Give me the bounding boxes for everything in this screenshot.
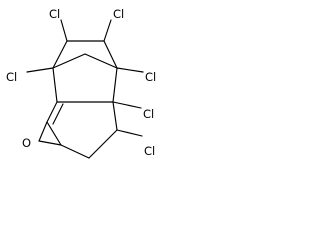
chlorine-label: Cl — [145, 70, 156, 84]
chlorine-label: Cl — [143, 107, 154, 121]
chlorine-label: Cl — [113, 7, 124, 21]
bond — [52, 103, 64, 125]
bond — [112, 101, 118, 131]
bond — [52, 67, 58, 103]
chlorine-label: Cl — [49, 7, 60, 21]
atom-labels: Cl Cl Cl Cl Cl Cl O — [6, 7, 156, 158]
bond — [103, 19, 112, 42]
bond — [88, 129, 118, 159]
bond — [46, 121, 62, 146]
bond — [84, 53, 118, 69]
chlorine-label: Cl — [6, 70, 17, 84]
oxygen-label: O — [22, 136, 31, 150]
bond — [38, 121, 48, 142]
bond-lines — [26, 19, 144, 159]
bond — [116, 67, 144, 73]
bond — [26, 67, 54, 73]
chlorine-label: Cl — [144, 144, 155, 158]
bond — [112, 101, 142, 109]
bond — [46, 101, 58, 123]
bond — [116, 129, 143, 137]
bond — [52, 40, 68, 69]
bond — [103, 40, 118, 69]
bond — [60, 19, 68, 42]
bond — [112, 67, 118, 103]
chemical-structure: Cl Cl Cl Cl Cl Cl O — [6, 7, 156, 159]
bond — [60, 144, 90, 159]
bond — [52, 53, 86, 69]
bond — [38, 140, 62, 146]
